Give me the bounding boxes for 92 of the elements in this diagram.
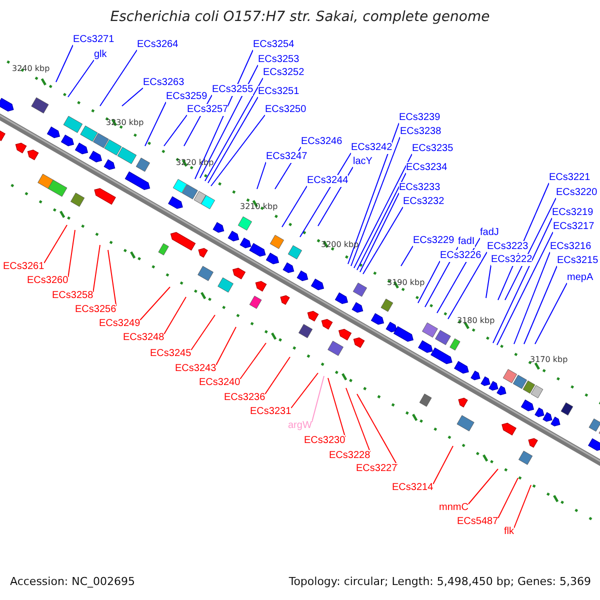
gene-label: ECs3232	[403, 196, 444, 208]
leader-line	[311, 376, 324, 422]
leader-line	[216, 326, 236, 366]
leader-line	[504, 198, 556, 300]
position-tick-label: 3240 kbp	[12, 64, 50, 74]
gene-label: ECs3259	[166, 91, 208, 103]
leader-line	[144, 102, 166, 146]
leader-line	[68, 230, 76, 278]
gene-label: ECs3216	[550, 241, 592, 253]
leader-line	[486, 264, 492, 298]
gene-label: ECs3253	[258, 54, 300, 66]
leader-line	[354, 154, 412, 268]
leader-line	[468, 468, 498, 504]
leader-line	[356, 172, 406, 270]
gene-label: ECs3238	[400, 126, 442, 138]
leader-line	[356, 394, 398, 466]
gene-label: ECs3220	[556, 187, 598, 199]
leader-line	[56, 44, 74, 82]
gene-label: ECs3235	[412, 143, 454, 155]
position-tick-label: 3180 kbp	[457, 316, 495, 326]
leader-line	[256, 162, 266, 190]
gene-label: ECs3264	[137, 39, 178, 51]
leader-line	[240, 342, 266, 380]
footer-note: Topology: circular; Length: 5,498,450 bp; Genes: 5,369	[288, 575, 591, 588]
gene-label: ECs3229	[413, 235, 454, 247]
gene-label: ECs3271	[73, 34, 114, 46]
position-tick-label: 3170 kbp	[530, 355, 568, 365]
leader-line	[190, 314, 216, 350]
gene-label: ECs3219	[552, 207, 594, 219]
leader-line	[68, 60, 94, 98]
leader-line	[92, 244, 100, 292]
leader-line	[140, 286, 170, 320]
leader-line	[282, 186, 308, 228]
leader-line	[514, 484, 532, 528]
gene-label: ECs3255	[212, 84, 254, 96]
leader-line	[492, 218, 552, 344]
gene-label: ECs3257	[187, 104, 228, 116]
leader-line	[350, 136, 400, 266]
leader-line	[290, 372, 318, 408]
gene-label: ECs3223	[487, 241, 528, 253]
gene-label: fadJ	[480, 227, 499, 239]
leader-line	[524, 266, 558, 344]
gene-label: ECs3251	[258, 86, 300, 98]
leader-line	[204, 78, 264, 182]
gene-label: ECs3247	[266, 151, 308, 163]
position-tick-label: 3210 kbp	[240, 202, 278, 212]
leader-line	[534, 282, 568, 344]
leader-line	[362, 206, 404, 274]
leader-line	[164, 114, 188, 146]
leader-line	[44, 224, 68, 264]
gene-label: ECs3242	[351, 142, 392, 154]
gene-label: ECs3217	[553, 221, 594, 233]
leader-line	[208, 96, 258, 184]
gene-label: ECs3239	[399, 112, 440, 124]
leader-line	[200, 64, 258, 178]
gene-label: ECs3246	[301, 136, 342, 148]
map-title: Escherichia coli O157:H7 str. Sakai, complete genome	[110, 9, 490, 25]
gene-label: ECs3254	[253, 39, 294, 51]
gene-label: ECs3233	[399, 182, 440, 194]
leader-line	[496, 232, 554, 346]
gene-label: mepA	[567, 272, 594, 284]
leader-line	[514, 252, 550, 344]
gene-label: ECs3263	[143, 77, 184, 89]
leader-line	[264, 356, 290, 394]
leader-line	[346, 388, 371, 452]
gene-label: ECs3244	[307, 175, 348, 187]
leader-line	[400, 246, 414, 266]
leader-line	[418, 260, 440, 304]
leader-line	[448, 252, 488, 320]
leader-line	[360, 192, 400, 272]
leader-line	[328, 378, 346, 438]
gene-label: ECs3250	[265, 104, 306, 116]
leader-line	[108, 250, 117, 306]
leader-line	[432, 446, 454, 484]
gene-label: ECs3252	[263, 67, 304, 79]
leader-line	[348, 122, 400, 264]
gene-label: fadI	[458, 236, 475, 248]
gene-label: glk	[94, 49, 107, 61]
gene-label: ECs3222	[491, 254, 532, 266]
gene-label: ECs3215	[557, 255, 598, 267]
leader-line	[300, 152, 352, 238]
gene-label: ECs3226	[440, 250, 482, 262]
leader-line	[122, 88, 144, 106]
leader-line	[164, 296, 186, 334]
leader-line	[498, 478, 518, 518]
gene-label: lacY	[353, 156, 372, 168]
gene-label: ECs3234	[406, 162, 448, 174]
leader-line	[100, 50, 138, 106]
footer-note: Accession: NC_002695	[10, 575, 136, 588]
gene-label: ECs3221	[549, 172, 590, 184]
gene-label: argW	[288, 420, 312, 432]
leader-line	[210, 114, 266, 186]
